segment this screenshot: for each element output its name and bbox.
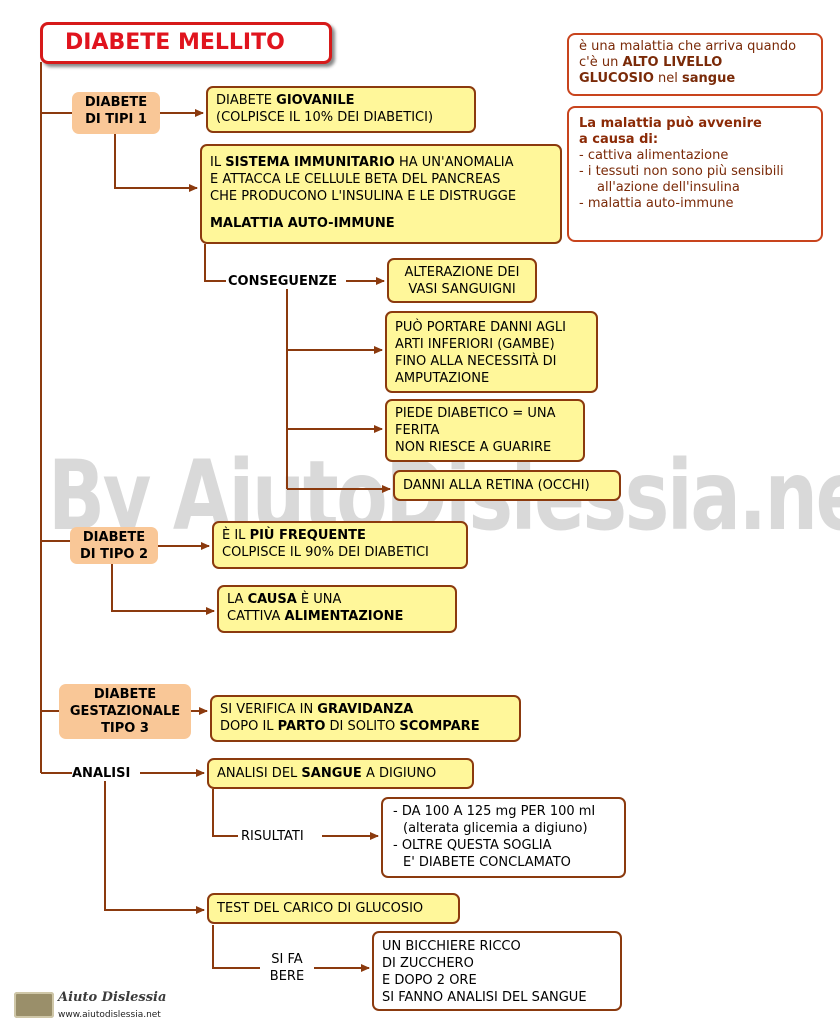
definition-line-1: è una malattia che arriva quando bbox=[579, 39, 797, 54]
footer-logo: Aiuto Dislessia www.aiutodislessia.net bbox=[14, 990, 174, 1026]
cause-item: - malattia auto-immune bbox=[579, 196, 734, 211]
results-box: - DA 100 A 125 mg PER 100 mI (alterata g… bbox=[381, 797, 626, 878]
definition-line-3: GLUCOSIO nel sangue bbox=[579, 71, 736, 86]
gestational-box: SI VERIFICA IN GRAVIDANZA DOPO IL PARTO … bbox=[210, 695, 521, 742]
cause-item: all'azione dell'insulina bbox=[597, 180, 740, 195]
immune-box: IL SISTEMA IMMUNITARIO HA UN'ANOMALIA E … bbox=[200, 144, 562, 244]
giovanile-box: DIABETE GIOVANILE (COLPISCE IL 10% DEI D… bbox=[206, 86, 476, 133]
consequence-retina: DANNI ALLA RETINA (OCCHI) bbox=[393, 470, 621, 501]
definition-box: è una malattia che arriva quando c'è un … bbox=[567, 33, 823, 96]
cause-item: - cattiva alimentazione bbox=[579, 148, 729, 163]
causes-box: La malattia può avvenire a causa di: - c… bbox=[567, 106, 823, 242]
conseguenze-label: CONSEGUENZE bbox=[228, 274, 338, 289]
cause-item: - i tessuti non sono più sensibili bbox=[579, 164, 784, 179]
risultati-label: RISULTATI bbox=[241, 829, 304, 844]
book-icon bbox=[14, 992, 54, 1018]
definition-line-2: c'è un ALTO LIVELLO bbox=[579, 55, 723, 70]
logo-text: Aiuto Dislessia bbox=[58, 990, 167, 1005]
causes-heading: La malattia può avvenire a causa di: bbox=[579, 116, 762, 147]
blood-test-box: ANALISI DEL SANGUE A DIGIUNO bbox=[207, 758, 474, 789]
analisi-label: ANALISI bbox=[72, 766, 131, 781]
frequent-box: È IL PIÙ FREQUENTE COLPISCE IL 90% DEI D… bbox=[212, 521, 468, 569]
footer-url: www.aiutodislessia.net bbox=[58, 1010, 161, 1020]
page-title: DIABETE MELLITO bbox=[40, 22, 332, 64]
cause-box: LA CAUSA È UNA CATTIVA ALIMENTAZIONE bbox=[217, 585, 457, 633]
glucose-test-box: TEST DEL CARICO DI GLUCOSIO bbox=[207, 893, 460, 924]
